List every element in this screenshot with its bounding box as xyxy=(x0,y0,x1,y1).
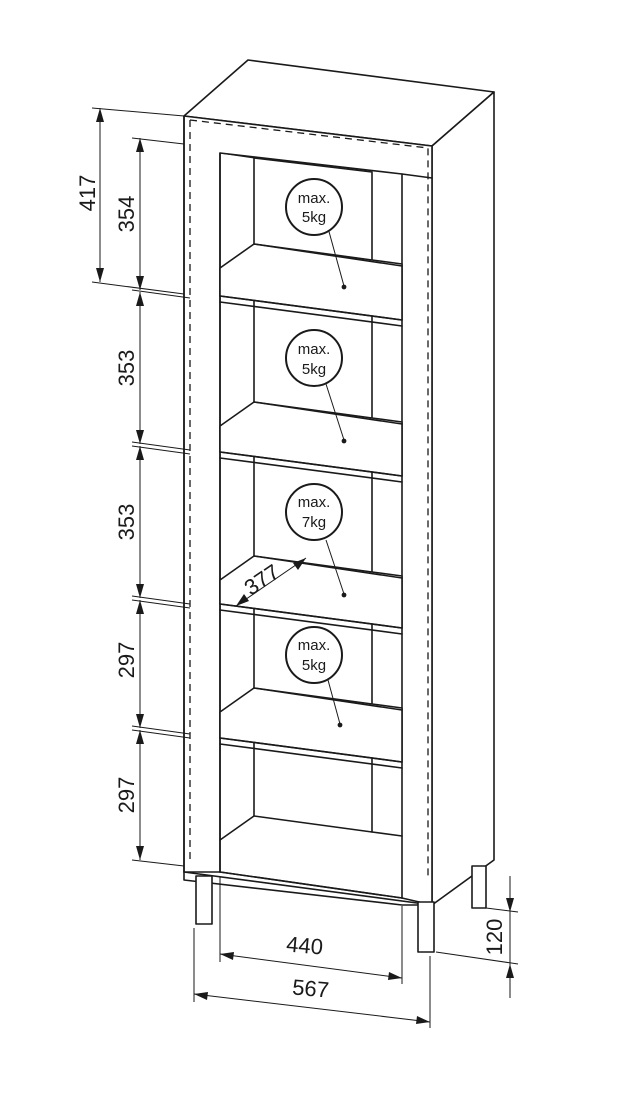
shelf xyxy=(219,687,403,769)
badge-line1: max. xyxy=(298,190,331,207)
shelf xyxy=(219,243,403,327)
leg-back-right xyxy=(471,865,487,909)
badge-line2: 7kg xyxy=(302,514,326,531)
leg-front-right xyxy=(417,901,435,953)
badge-line2: 5kg xyxy=(302,657,326,674)
leg-front-left xyxy=(195,875,213,925)
badge-line2: 5kg xyxy=(302,361,326,378)
leg-height-dimension: 120 xyxy=(435,876,519,998)
dim-297-lower: 297 xyxy=(114,777,139,814)
dim-417: 417 xyxy=(75,175,100,212)
badge-line1: max. xyxy=(298,637,331,654)
badge-line2: 5kg xyxy=(302,209,326,226)
cabinet-right-side xyxy=(431,91,495,906)
legs xyxy=(195,865,487,953)
load-badge: max. 7kg xyxy=(285,483,347,598)
shelves xyxy=(219,243,403,769)
shelf xyxy=(219,555,403,635)
width-dimensions: 440 567 xyxy=(193,876,431,1028)
load-badge: max. 5kg xyxy=(285,626,343,728)
dim-120: 120 xyxy=(482,919,507,956)
badge-line1: max. xyxy=(298,341,331,358)
shelf xyxy=(219,401,403,483)
dim-567: 567 xyxy=(291,974,330,1002)
load-badge: max. 5kg xyxy=(285,178,347,290)
load-badge: max. 5kg xyxy=(285,329,347,444)
dim-353-lower: 353 xyxy=(114,504,139,541)
dim-440: 440 xyxy=(285,931,324,959)
cabinet-body xyxy=(183,59,495,906)
dim-354: 354 xyxy=(114,196,139,233)
height-dimensions: 417 354 353 353 297 297 xyxy=(75,107,191,867)
dim-353-upper: 353 xyxy=(114,350,139,387)
badge-line1: max. xyxy=(298,494,331,511)
load-badges: max. 5kg max. 5kg max. 7kg max. 5kg xyxy=(285,178,347,728)
dim-297-upper: 297 xyxy=(114,642,139,679)
